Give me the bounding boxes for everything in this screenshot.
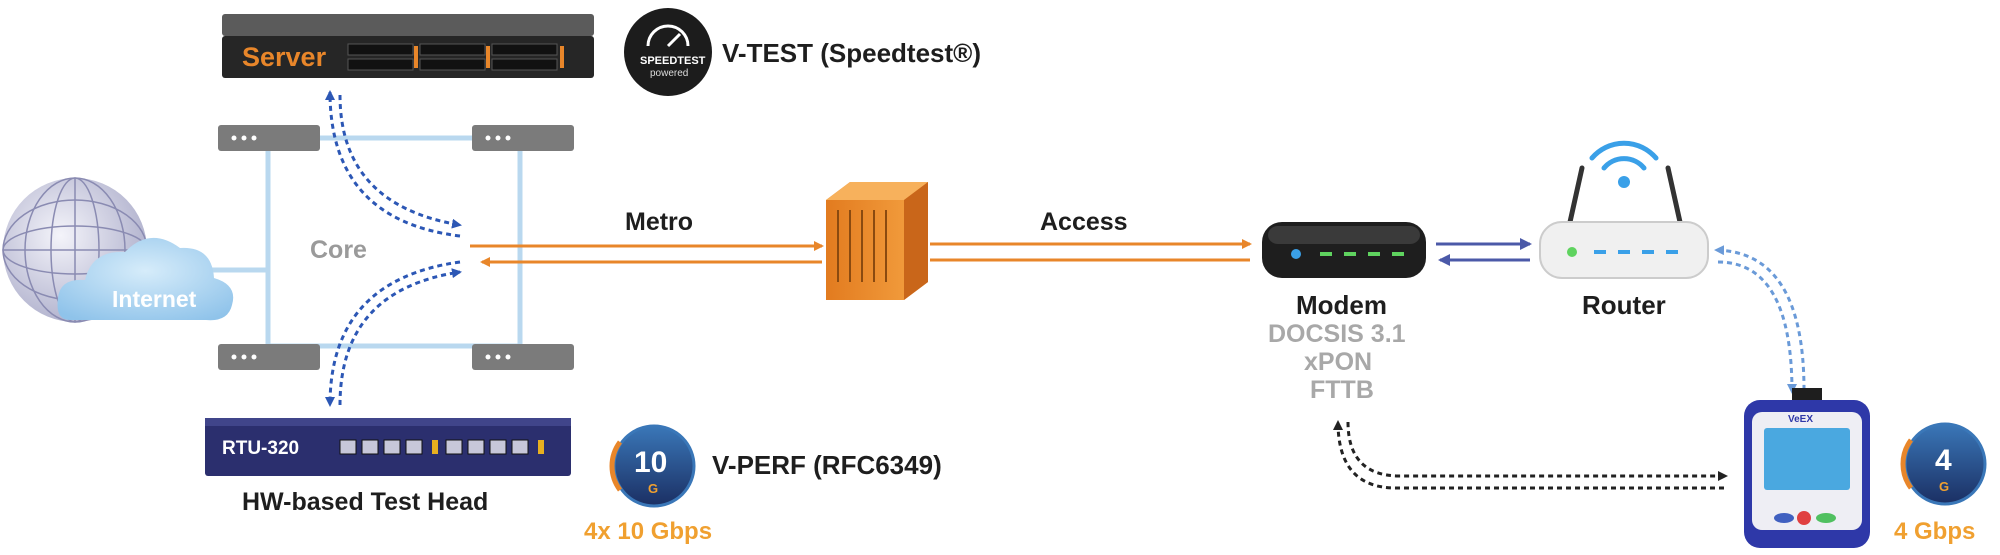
modem-tech-xpon: xPON	[1304, 348, 1373, 376]
server-label: Server	[242, 42, 327, 72]
vperf-rate: 4x 10 Gbps	[584, 518, 713, 545]
modem-icon	[1262, 222, 1426, 278]
speedtest-badge-icon	[624, 8, 712, 96]
internet-cloud-icon	[57, 237, 234, 321]
vperf-gauge-icon	[609, 424, 696, 508]
core-node-bottom-left	[218, 344, 320, 370]
handheld-rate: 4 Gbps	[1894, 518, 1976, 545]
core-node-top-right	[472, 125, 574, 151]
metro-link	[470, 241, 824, 267]
router-label: Router	[1582, 290, 1666, 320]
core-node-bottom-right	[472, 344, 574, 370]
vtest-label: V-TEST (Speedtest®)	[722, 38, 981, 68]
router-icon	[1539, 165, 1709, 279]
handheld-gauge-icon	[1900, 422, 1987, 506]
modem-tech-docsis: DOCSIS 3.1	[1268, 320, 1406, 348]
vperf-label: V-PERF (RFC6349)	[712, 450, 942, 480]
modem-router-link	[1436, 238, 1532, 266]
aggregation-chassis-icon	[826, 182, 928, 300]
metro-label: Metro	[625, 208, 694, 236]
testhead-core-dashed-arrows	[325, 260, 462, 407]
modem-handheld-dashed-arrows	[1333, 420, 1728, 490]
handheld-tester-icon	[1744, 388, 1870, 548]
vperf-gauge-unit: G	[648, 481, 659, 496]
modem-label: Modem	[1296, 290, 1387, 320]
vperf-gauge-value: 10	[634, 446, 668, 479]
test-head-rack-icon	[205, 418, 571, 476]
access-label: Access	[1040, 208, 1128, 236]
speedtest-badge-line1: SPEEDTEST	[640, 55, 706, 67]
modem-tech-fttb: FTTB	[1310, 376, 1374, 404]
server-core-dashed-arrows	[325, 90, 462, 238]
server-rack-icon	[222, 14, 594, 78]
access-link	[930, 239, 1252, 262]
core-node-top-left	[218, 125, 320, 151]
handheld-brand: VeEX	[1788, 414, 1814, 425]
router-handheld-dashed-arrows	[1714, 245, 1806, 394]
core-label: Core	[310, 236, 367, 264]
handheld-gauge-unit: G	[1939, 479, 1950, 494]
handheld-gauge-value: 4	[1935, 444, 1952, 477]
internet-label: Internet	[112, 286, 197, 312]
test-head-label: HW-based Test Head	[242, 488, 489, 516]
wifi-icon	[1589, 140, 1659, 188]
test-head-model: RTU-320	[222, 438, 300, 459]
speedtest-badge-line2: powered	[650, 68, 689, 79]
